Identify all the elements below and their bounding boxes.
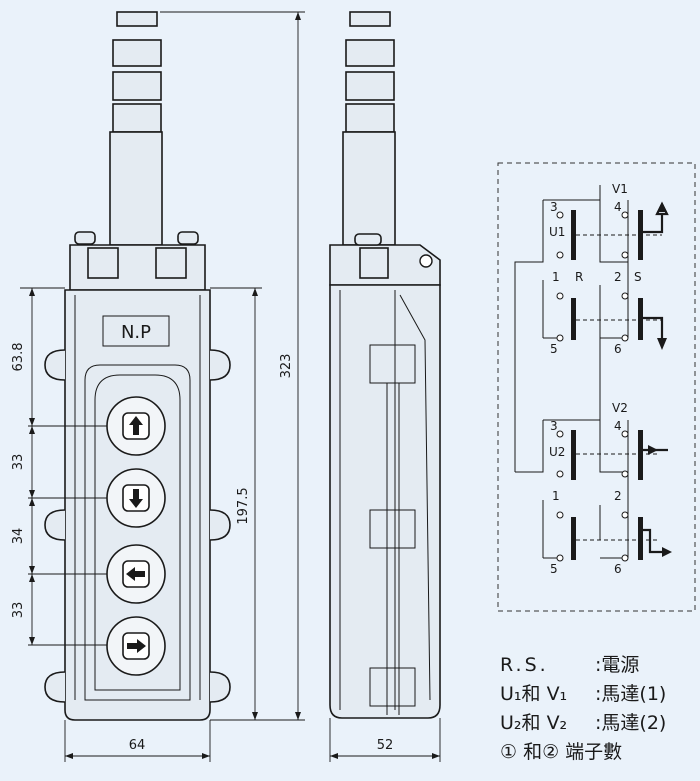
group2-t6: 6 [614, 562, 622, 576]
cap-block [359, 247, 389, 279]
group2-t5: 5 [550, 562, 558, 576]
group1-t6: 6 [614, 342, 622, 356]
group2-label: V2 [612, 401, 628, 415]
side-view: 52 [329, 11, 441, 762]
legend-row-terminals: ① 和② 端子數 [500, 737, 622, 764]
cable-ring [345, 39, 395, 67]
legend-row-motor2: U₂和 V₂ :馬達(2) [500, 708, 666, 735]
cable-ring [112, 71, 162, 101]
group1-t1: 1 [552, 270, 560, 284]
side-ear [44, 671, 66, 703]
front-width-dimension: 64 [64, 720, 211, 762]
wiring-diagram: V1 3 4 U1 1 2 R S 5 6 [497, 162, 696, 612]
wiring-group-1: V1 3 4 U1 1 2 R S 5 6 [514, 182, 669, 472]
cap-block [87, 247, 119, 279]
side-ear [44, 349, 66, 381]
side-depth-dimension: 52 [329, 718, 441, 762]
group1-r: R [575, 270, 583, 284]
arrow-up-icon [129, 416, 143, 435]
group1-label: V1 [612, 182, 628, 196]
legend-key: ① 和② 端子數 [500, 741, 623, 763]
legend-key: U₁和 V₁ [500, 683, 568, 705]
wiring-frame [497, 162, 696, 612]
side-ear [44, 509, 66, 541]
side-ear [209, 349, 231, 381]
dim-pitch-2: 34 [11, 528, 26, 545]
group1-t3: 3 [550, 200, 558, 214]
group1-t4: 4 [614, 200, 622, 214]
button-panel [84, 364, 191, 701]
cable-sleeve [109, 131, 163, 246]
arrow-down-icon [657, 338, 667, 350]
dim-depth: 52 [377, 738, 394, 753]
arrow-right-icon [662, 547, 672, 557]
group2-t1: 1 [552, 489, 560, 503]
side-ear [209, 509, 231, 541]
screw-head-icon [74, 231, 96, 245]
front-right-dimensions: 323 197.5 [160, 11, 305, 721]
cable-ring [345, 71, 395, 101]
legend-key: U₂和 V₂ [500, 712, 568, 734]
arrow-up-icon [657, 202, 667, 212]
cable-ring [116, 11, 158, 27]
side-key [369, 344, 416, 384]
legend-value: :馬達(2) [595, 712, 667, 734]
button-right[interactable] [106, 616, 166, 676]
arrow-left-icon [126, 567, 145, 581]
group2-unit: U2 [549, 445, 565, 459]
legend-value: :馬達(1) [595, 683, 667, 705]
legend-key: R.S. [500, 654, 549, 676]
cap-block [155, 247, 187, 279]
group1-t5: 5 [550, 342, 558, 356]
legend-row-motor1: U₁和 V₁ :馬達(1) [500, 679, 666, 706]
group1-unit: U1 [549, 225, 565, 239]
side-body [329, 284, 441, 719]
dim-top-offset: 63.8 [11, 343, 26, 372]
nameplate-text: N.P [121, 322, 151, 343]
legend-row-rs: R.S. :電源 [500, 650, 639, 677]
group2-t4: 4 [614, 419, 622, 433]
front-view: N.P [11, 11, 305, 762]
dim-body-height: 197.5 [236, 487, 251, 524]
cable-sleeve [342, 131, 396, 246]
arrow-down-icon [129, 489, 143, 508]
side-key [369, 667, 416, 707]
side-key [369, 509, 416, 549]
cable-ring [345, 103, 395, 133]
screw-head-icon [177, 231, 199, 245]
screw-head-icon [354, 233, 382, 246]
arrow-right-icon [127, 639, 146, 653]
group2-t3: 3 [550, 419, 558, 433]
button-left[interactable] [106, 544, 166, 604]
nameplate [102, 315, 170, 347]
dim-pitch-1: 33 [11, 454, 26, 471]
legend-value: :電源 [595, 654, 640, 676]
group1-s: S [634, 270, 642, 284]
button-up[interactable] [106, 396, 166, 456]
dim-total-height: 323 [279, 354, 294, 379]
hinge-screw-icon [419, 254, 433, 268]
group2-t2: 2 [614, 489, 622, 503]
arrow-left-icon [648, 445, 658, 455]
dim-pitch-3: 33 [11, 602, 26, 619]
front-left-dimensions: 63.8 33 34 33 [11, 287, 107, 646]
dim-width: 64 [129, 738, 146, 753]
cable-ring [112, 39, 162, 67]
side-ear [209, 671, 231, 703]
cable-ring [112, 103, 162, 133]
button-down[interactable] [106, 468, 166, 528]
group1-t2: 2 [614, 270, 622, 284]
wiring-group-2: V2 3 4 U2 1 2 5 6 [515, 401, 672, 576]
cable-ring [349, 11, 391, 27]
